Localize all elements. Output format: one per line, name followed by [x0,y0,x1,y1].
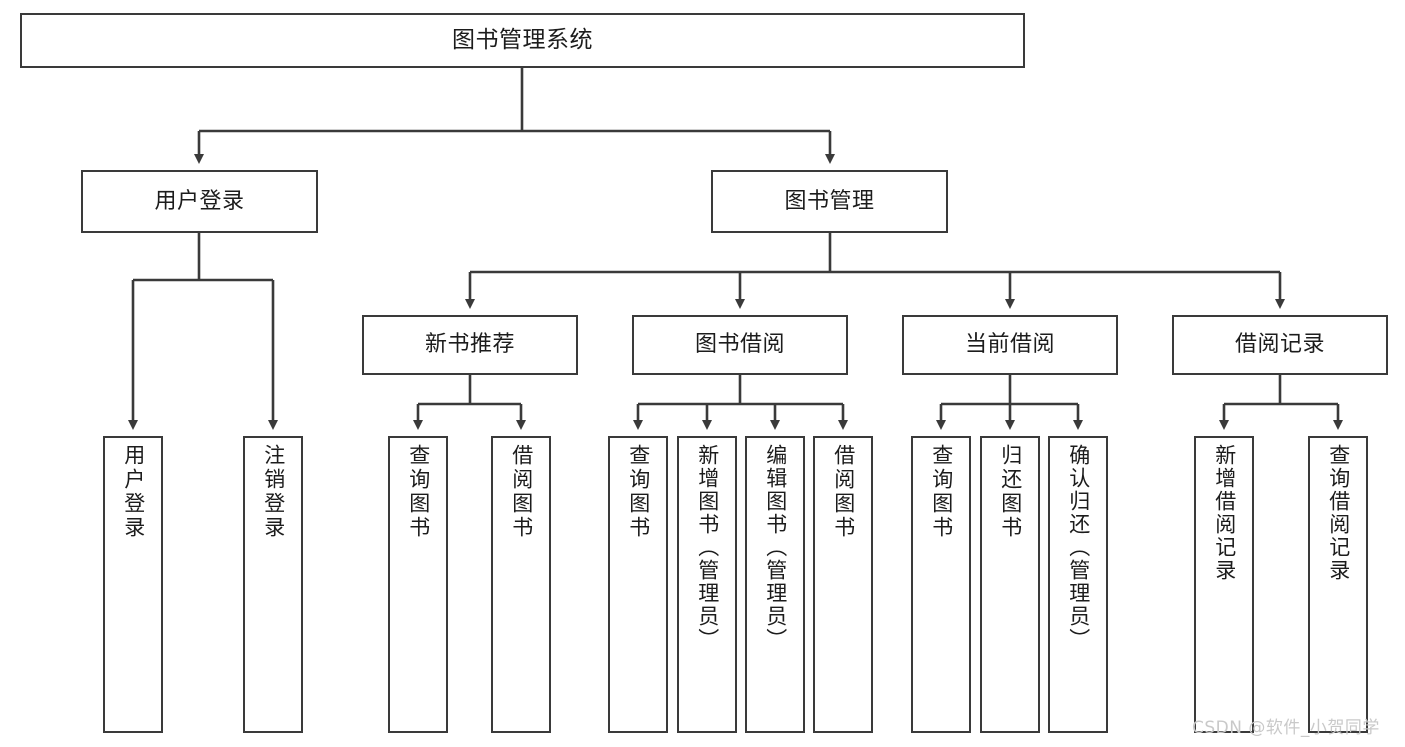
node-leaf-edit-book[interactable]: 编辑图书（管理员） [745,436,805,733]
node-leaf-logout[interactable]: 注销登录 [243,436,303,733]
node-leaf-query-book-3[interactable]: 查询图书 [911,436,971,733]
node-root-label: 图书管理系统 [452,27,593,54]
watermark: CSDN @软件_小贺同学 [1192,718,1380,738]
node-leaf-borrow-book-2-label: 借阅图书 [831,444,856,540]
node-leaf-add-book[interactable]: 新增图书（管理员） [677,436,737,733]
node-leaf-borrow-book-1-label: 借阅图书 [509,444,534,540]
node-leaf-add-record-label: 新增借阅记录 [1212,444,1237,582]
node-new-book-recommend-label: 新书推荐 [424,332,515,358]
node-leaf-query-book-1[interactable]: 查询图书 [388,436,448,733]
node-user-login-label: 用户登录 [154,188,245,214]
node-book-borrow-label: 图书借阅 [694,332,785,358]
node-book-manage[interactable]: 图书管理 [711,170,948,233]
node-leaf-borrow-book-1[interactable]: 借阅图书 [491,436,551,733]
node-leaf-return-book-label: 归还图书 [998,444,1023,540]
node-leaf-query-book-2-label: 查询图书 [626,444,651,540]
node-leaf-return-book[interactable]: 归还图书 [980,436,1040,733]
node-book-manage-label: 图书管理 [784,188,875,214]
node-leaf-confirm-return-label: 确认归还（管理员） [1066,444,1091,651]
node-leaf-query-record[interactable]: 查询借阅记录 [1308,436,1368,733]
node-leaf-add-book-label: 新增图书（管理员） [695,444,720,651]
node-leaf-user-login[interactable]: 用户登录 [103,436,163,733]
node-borrow-record-label: 借阅记录 [1234,332,1325,358]
node-leaf-logout-label: 注销登录 [261,444,286,540]
node-leaf-query-record-label: 查询借阅记录 [1326,444,1351,582]
node-new-book-recommend[interactable]: 新书推荐 [362,315,578,375]
node-root[interactable]: 图书管理系统 [20,13,1025,68]
node-leaf-query-book-3-label: 查询图书 [929,444,954,540]
node-user-login[interactable]: 用户登录 [81,170,318,233]
node-leaf-query-book-2[interactable]: 查询图书 [608,436,668,733]
node-leaf-borrow-book-2[interactable]: 借阅图书 [813,436,873,733]
node-leaf-user-login-label: 用户登录 [121,444,146,540]
node-leaf-add-record[interactable]: 新增借阅记录 [1194,436,1254,733]
node-current-borrow-label: 当前借阅 [964,332,1055,358]
node-current-borrow[interactable]: 当前借阅 [902,315,1118,375]
node-leaf-query-book-1-label: 查询图书 [406,444,431,540]
node-book-borrow[interactable]: 图书借阅 [632,315,848,375]
node-borrow-record[interactable]: 借阅记录 [1172,315,1388,375]
node-leaf-confirm-return[interactable]: 确认归还（管理员） [1048,436,1108,733]
node-leaf-edit-book-label: 编辑图书（管理员） [763,444,788,651]
